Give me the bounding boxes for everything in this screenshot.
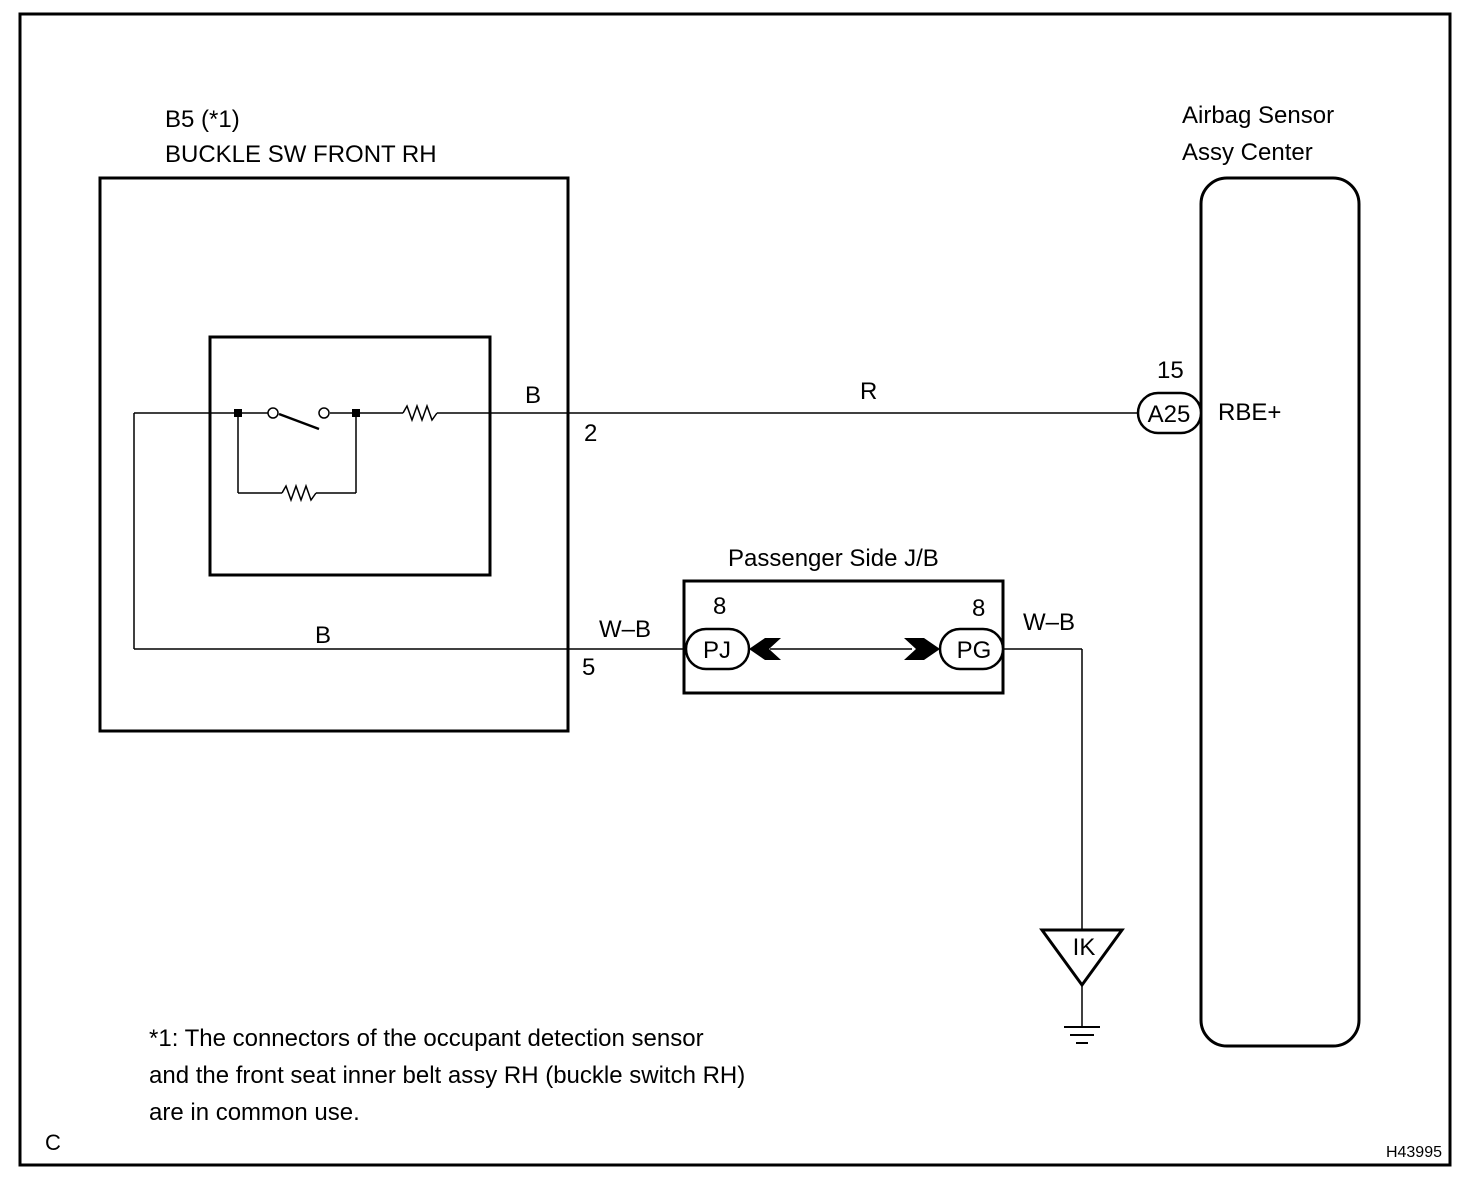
wire-color-r: R xyxy=(860,378,877,405)
switch-contact-left xyxy=(267,407,279,419)
junction-block-box xyxy=(682,579,1005,695)
connector-pg-label: PG xyxy=(957,637,992,664)
footnote-line3: are in common use. xyxy=(149,1099,360,1126)
ground-point-triangle xyxy=(1039,928,1125,988)
pin-8-left: 8 xyxy=(713,593,726,620)
ground-icon xyxy=(1064,1026,1100,1044)
wire-color-b-upper: B xyxy=(525,382,541,409)
resistor-parallel xyxy=(281,483,317,503)
corner-letter: C xyxy=(45,1130,61,1155)
junction-block-name: Passenger Side J/B xyxy=(728,545,939,572)
pin-15: 15 xyxy=(1157,357,1184,384)
connector-pj-label: PJ xyxy=(703,637,731,664)
ground-point-label: IK xyxy=(1073,934,1096,961)
buckle-switch-inner-box xyxy=(208,335,492,577)
airbag-sensor-name-line2: Assy Center xyxy=(1182,139,1313,166)
figure-id: H43995 xyxy=(1386,1144,1442,1161)
switch-blade xyxy=(278,412,320,431)
connector-arrow-right xyxy=(904,638,940,660)
airbag-sensor-box xyxy=(1199,176,1361,1048)
switch-contact-right xyxy=(318,407,330,419)
buckle-switch-code: B5 (*1) xyxy=(165,106,240,133)
terminal-rbe: RBE+ xyxy=(1218,399,1281,426)
footnote-line1: *1: The connectors of the occupant detec… xyxy=(149,1025,704,1052)
pin-8-right: 8 xyxy=(972,595,985,622)
connector-arrow-left xyxy=(749,638,781,660)
resistor-series xyxy=(402,403,438,423)
switch-circuit xyxy=(133,403,1138,649)
wire-color-b-lower: B xyxy=(315,622,331,649)
buckle-switch-name: BUCKLE SW FRONT RH xyxy=(165,141,437,168)
pin-2: 2 xyxy=(584,420,597,447)
junction-dot xyxy=(234,409,242,417)
connector-a25 xyxy=(1136,391,1203,435)
lower-wire xyxy=(134,648,1083,1026)
buckle-switch-box xyxy=(98,176,570,733)
airbag-sensor-name-line1: Airbag Sensor xyxy=(1182,102,1334,129)
pin-5: 5 xyxy=(582,654,595,681)
junction-dot xyxy=(352,409,360,417)
footnote-line2: and the front seat inner belt assy RH (b… xyxy=(149,1062,745,1089)
outer-frame xyxy=(18,12,1452,1167)
connector-a25-label: A25 xyxy=(1148,401,1191,428)
wire-color-wb-right: W–B xyxy=(1023,609,1075,636)
wire-color-wb-left: W–B xyxy=(599,616,651,643)
